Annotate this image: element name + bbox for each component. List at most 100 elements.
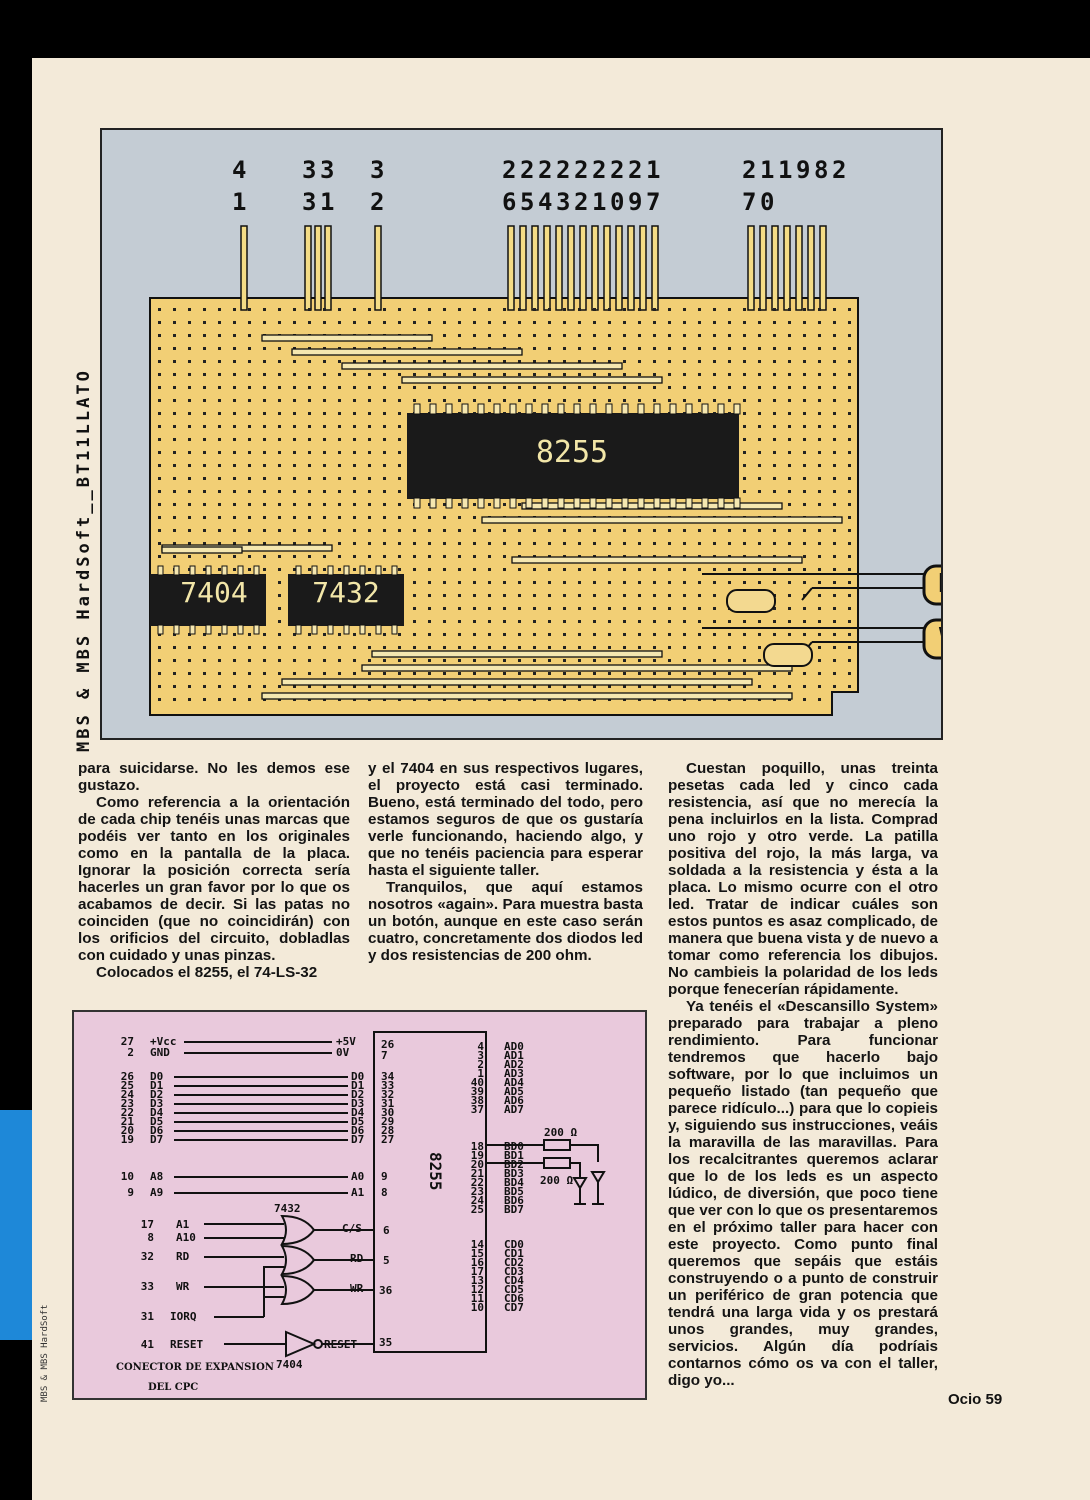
pin-number: 21 — [471, 1167, 485, 1180]
pin-label: 4 — [232, 156, 246, 184]
signal-name: WR — [176, 1280, 190, 1293]
pin-label: 1 — [320, 188, 334, 216]
port-signal: CD0 — [504, 1238, 524, 1251]
pin-number: 24 — [121, 1088, 135, 1101]
pin-number: 2 — [477, 1058, 484, 1071]
pin-label: 2 — [610, 156, 624, 184]
caption-line: CONECTOR DE EXPANSION — [116, 1362, 274, 1373]
port-signal: AD1 — [504, 1049, 524, 1062]
port-signal: BD4 — [504, 1176, 524, 1189]
signal-name: IORQ — [170, 1310, 197, 1323]
text-column-1: para suicidarse. No les demos ese gustaz… — [78, 760, 350, 981]
pin-number: 31 — [381, 1097, 395, 1110]
signal-name: D0 — [150, 1070, 163, 1083]
pin-number: 15 — [471, 1247, 484, 1260]
pin-label: 1 — [760, 156, 774, 184]
pin-number: 11 — [471, 1292, 485, 1305]
pin-number: 1 — [477, 1067, 484, 1080]
chip-8255-label: 8255 — [536, 435, 608, 470]
schematic-diagram: 27 +Vcc +5V 26 2 GND 0V 7 26 D0 D0 34 25… — [72, 1010, 647, 1400]
board-illustration: 4 3 3 3 2 2 2 2 2 2 2 2 1 2 1 1 9 8 2 1 … — [100, 128, 943, 740]
pin-number: 8 — [381, 1186, 388, 1199]
port-signal: CD7 — [504, 1301, 524, 1314]
port-signal: CD6 — [504, 1292, 524, 1305]
port-signal: BD6 — [504, 1194, 524, 1207]
signal-name: D2 — [351, 1088, 364, 1101]
signal-name: A1 — [176, 1218, 190, 1231]
port-signal: BD7 — [504, 1203, 524, 1216]
signal-name: A8 — [150, 1170, 163, 1183]
pin-label: 1 — [778, 156, 792, 184]
pin-label: 0 — [610, 188, 624, 216]
text-column-3: Cuestan poquillo, unas treinta pesetas c… — [668, 760, 938, 1389]
pin-number: 28 — [381, 1124, 394, 1137]
pin-number: 6 — [383, 1224, 390, 1237]
pin-label: 2 — [538, 156, 552, 184]
pin-number: 33 — [141, 1280, 154, 1293]
port-signal: CD3 — [504, 1265, 524, 1278]
pin-number: 39 — [471, 1085, 484, 1098]
port-signal: CD1 — [504, 1247, 524, 1260]
label-7432: 7432 — [274, 1202, 301, 1215]
signal-name: D5 — [150, 1115, 163, 1128]
signal-name: WR — [350, 1282, 364, 1295]
pin-number: 29 — [381, 1115, 394, 1128]
pin-number: 27 — [381, 1133, 394, 1146]
pin-label: 7 — [646, 188, 660, 216]
signal-name: RD — [350, 1252, 364, 1265]
signal-name: D2 — [150, 1088, 163, 1101]
port-signal: AD5 — [504, 1085, 524, 1098]
pin-number: 14 — [471, 1238, 485, 1251]
signal-name: A0 — [351, 1170, 364, 1183]
pin-label: 2 — [520, 156, 534, 184]
pin-number: 7 — [381, 1049, 388, 1062]
chip-8255-label: 8255 — [426, 1152, 445, 1191]
signal-name: RD — [176, 1250, 190, 1263]
pin-number: 26 — [381, 1038, 395, 1051]
resistor-label: 200 Ω — [540, 1174, 573, 1187]
pin-label: 1 — [592, 188, 606, 216]
led-red-label: R — [938, 569, 941, 599]
pin-label: 2 — [832, 156, 846, 184]
chip-7432-label: 7432 — [312, 576, 379, 609]
pin-number: 38 — [471, 1094, 484, 1107]
signal-name: D1 — [150, 1079, 164, 1092]
pin-number: 32 — [381, 1088, 394, 1101]
resistor-label: 200 Ω — [544, 1126, 577, 1139]
pin-number: 24 — [471, 1194, 485, 1207]
port-signal: BD5 — [504, 1185, 524, 1198]
signal-name: +5V — [336, 1035, 356, 1048]
signal-name: RESET — [324, 1338, 357, 1351]
pin-number: 17 — [471, 1265, 484, 1278]
pin-number: 9 — [127, 1186, 134, 1199]
pin-number: 23 — [121, 1097, 134, 1110]
pin-number: 13 — [471, 1274, 484, 1287]
signal-name: GND — [150, 1046, 170, 1059]
pin-number: 25 — [471, 1203, 484, 1216]
pin-number: 19 — [121, 1133, 134, 1146]
pin-label: 2 — [370, 188, 384, 216]
port-signal: AD4 — [504, 1076, 524, 1089]
port-signal: BD3 — [504, 1167, 524, 1180]
board-drawing: 4 3 3 3 2 2 2 2 2 2 2 2 1 2 1 1 9 8 2 1 … — [149, 156, 941, 716]
pin-number: 12 — [471, 1283, 484, 1296]
port-signal: AD6 — [504, 1094, 524, 1107]
paragraph: Como referencia a la orientación de cada… — [78, 794, 350, 964]
pin-label: 2 — [574, 156, 588, 184]
pin-number: 32 — [141, 1250, 154, 1263]
port-signal: BD1 — [504, 1149, 524, 1162]
pin-number: 20 — [471, 1158, 484, 1171]
paragraph: Ya tenéis el «Descansillo System» prepar… — [668, 998, 938, 1389]
pin-number: 33 — [381, 1079, 394, 1092]
pin-number: 9 — [381, 1170, 388, 1183]
pin-label: 3 — [302, 156, 316, 184]
pin-number: 10 — [471, 1301, 484, 1314]
pin-number: 4 — [477, 1040, 484, 1053]
pin-number: 10 — [121, 1170, 134, 1183]
pin-label: 3 — [302, 188, 316, 216]
signal-name: D5 — [351, 1115, 364, 1128]
signal-name: +Vcc — [150, 1035, 177, 1048]
page-tab — [0, 1110, 32, 1340]
pin-number: 40 — [471, 1076, 484, 1089]
pin-label: 1 — [646, 156, 660, 184]
